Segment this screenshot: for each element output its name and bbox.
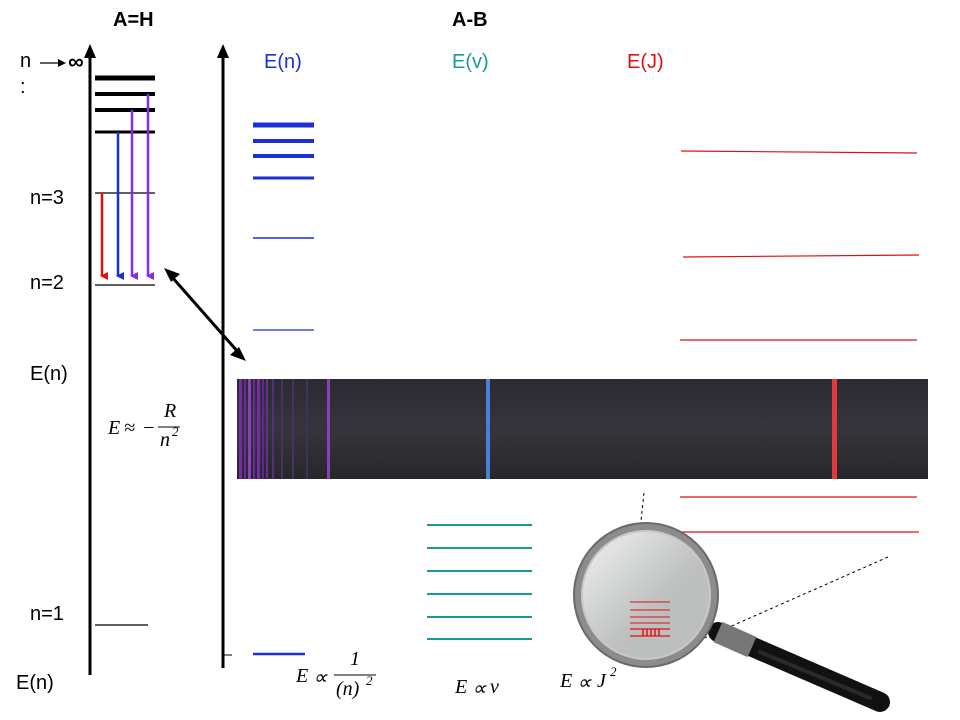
formula-var: J <box>597 670 606 692</box>
axis-label-mid: E(n) <box>30 363 68 385</box>
electronic-levels <box>253 122 314 656</box>
level-label-n2: n=2 <box>30 272 64 294</box>
formula-var: ν <box>490 676 499 698</box>
level-label-n1: n=1 <box>30 603 64 625</box>
formula-exp: 2 <box>366 673 373 688</box>
formula-num: R <box>164 400 177 422</box>
formula-num: 1 <box>350 648 360 670</box>
hydrogen-levels <box>95 75 155 626</box>
axis-label-bottom: E(n) <box>16 672 54 694</box>
blue-spectral-line <box>486 379 490 479</box>
formula-lhs: E <box>108 417 121 439</box>
formula-rel: ∝ <box>472 678 487 700</box>
red-spectral-line <box>832 379 837 479</box>
formula-exp: 2 <box>172 424 179 439</box>
infinity-symbol: ∞ <box>68 49 84 74</box>
n-label-colon: : <box>20 76 26 98</box>
violet-line-cluster <box>239 379 330 479</box>
double-arrow <box>164 268 246 361</box>
formula-den: n <box>160 429 170 451</box>
magnified-rotational-levels <box>630 601 670 637</box>
formula-rel: ∝ <box>577 672 592 694</box>
balmer-transitions <box>100 94 154 280</box>
n-label: n <box>20 50 32 72</box>
level-label-n3: n=3 <box>30 187 64 209</box>
formula-lhs: E <box>296 665 309 687</box>
hydrogen-energy-axis <box>84 44 96 675</box>
formula-sign: − <box>142 417 156 439</box>
molecule-title: A-B <box>452 9 488 31</box>
molecule-energy-axis <box>217 44 232 668</box>
rotational-level <box>682 254 920 258</box>
zoom-guide-line <box>699 556 889 641</box>
formula-den: (n) <box>336 678 360 700</box>
vibrational-levels <box>427 524 532 640</box>
hydrogen-title: A=H <box>113 9 154 31</box>
rotational-level <box>680 150 918 154</box>
rotational-levels <box>680 150 920 533</box>
formula-lhs: E <box>560 670 573 692</box>
formula-exp: 2 <box>610 664 617 679</box>
magnifier-icon <box>573 492 890 712</box>
formula-rel: ∝ <box>313 667 328 689</box>
column-label-electronic: E(n) <box>264 51 302 73</box>
emission-spectrum <box>237 379 928 479</box>
formula-rel: ≈ <box>124 417 135 439</box>
n-pointer-arrow <box>40 59 66 67</box>
column-label-vibrational: E(v) <box>452 51 489 73</box>
formula-lhs: E <box>455 676 468 698</box>
column-label-rotational: E(J) <box>627 51 664 73</box>
